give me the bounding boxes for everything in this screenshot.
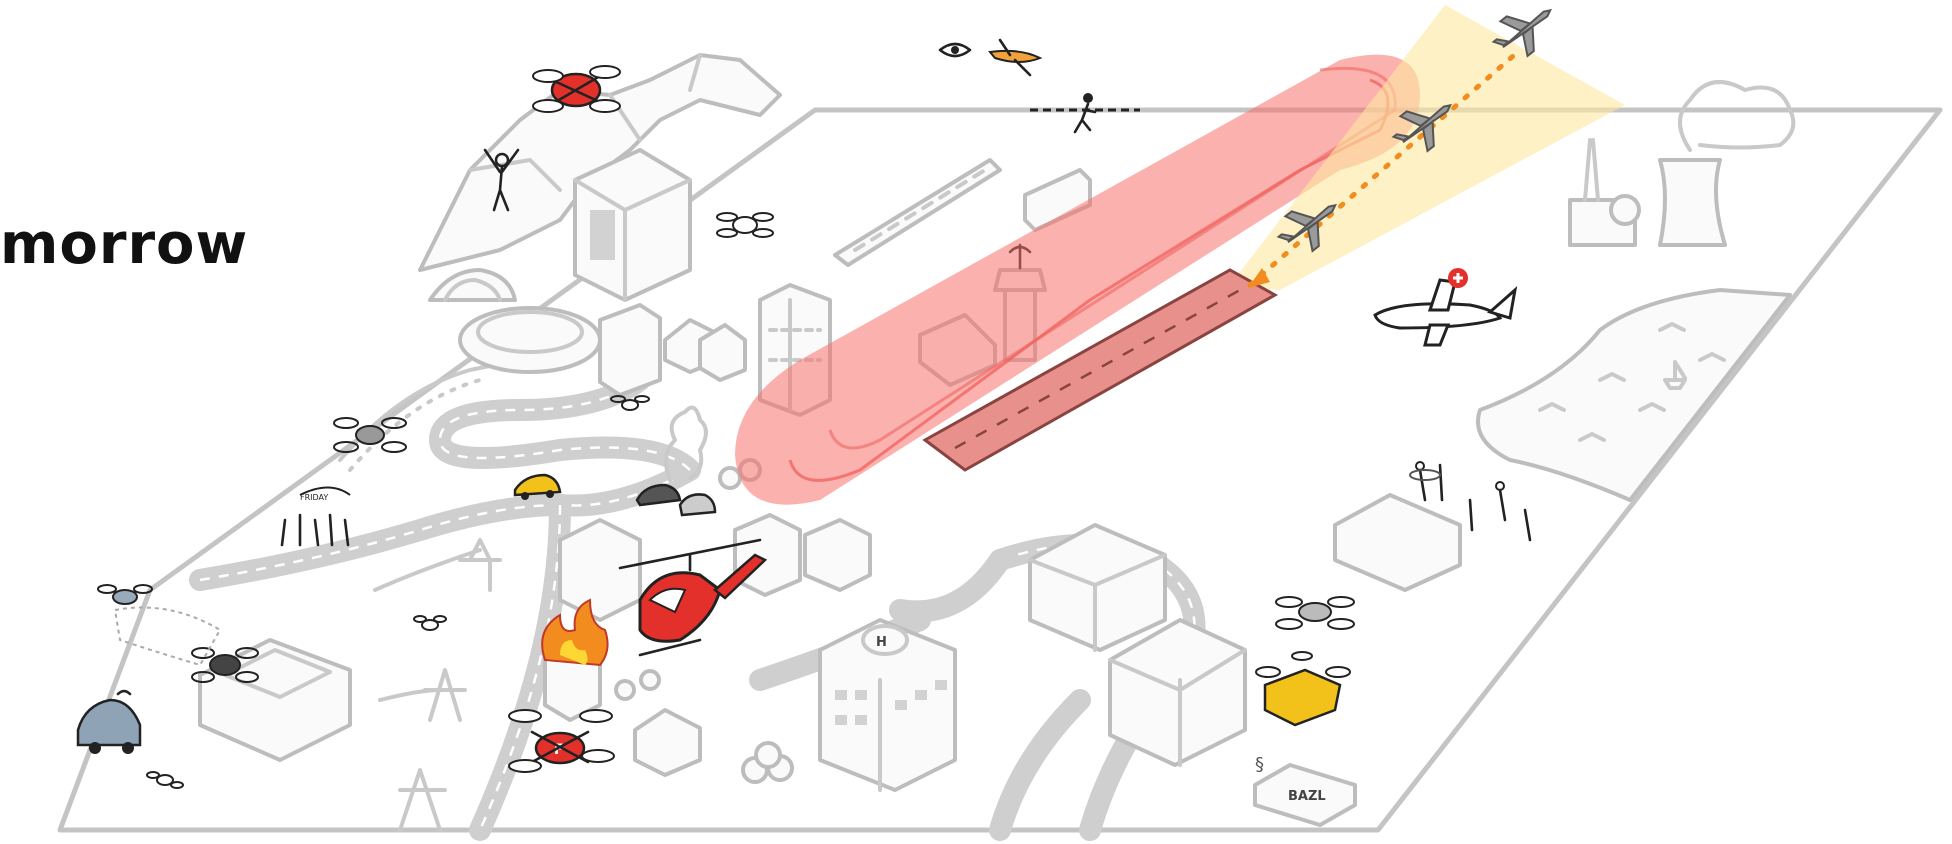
- law-section-icon: §: [1255, 754, 1264, 775]
- power-pylon-icon: [373, 538, 502, 832]
- taxi-icon: [513, 473, 562, 500]
- car-icon: [635, 483, 717, 517]
- fire-icon: [541, 598, 609, 667]
- office-tower-left: [573, 148, 692, 302]
- buildings: H BAZL: [198, 148, 1462, 827]
- page-heading: morrow: [0, 212, 249, 277]
- bazl-sign: BAZL: [1288, 789, 1326, 804]
- building-cluster-mid: [558, 513, 872, 622]
- heliport-building: H: [818, 618, 957, 792]
- delivery-drone-icon: [1255, 651, 1351, 727]
- net-drone-icon: [113, 606, 222, 667]
- stadium-banner: FRIDAY: [300, 493, 328, 502]
- small-drone-icon: [97, 212, 1355, 789]
- ground-plane: [57, 107, 1943, 833]
- hiker-icon: [1030, 93, 1140, 134]
- stadium-building: [458, 306, 602, 374]
- cube-building-right: [1028, 523, 1167, 652]
- background-runway: [833, 158, 1002, 267]
- svg-text:H: H: [876, 635, 887, 650]
- bazl-building: BAZL: [1253, 763, 1357, 827]
- main-runway: [922, 268, 1279, 472]
- lake: [1476, 288, 1792, 502]
- airliner-icon: [1276, 8, 1552, 253]
- stadium-crowd-icon: FRIDAY: [280, 486, 351, 547]
- sailboat-icon: [1663, 360, 1687, 390]
- svg-text:§: §: [1255, 754, 1264, 775]
- nuclear-plant-icon: [1568, 80, 1796, 247]
- small-aircraft-icon: [988, 38, 1043, 77]
- apartment-block: [598, 303, 747, 397]
- drone-marker: F: [554, 742, 564, 758]
- eye-icon: [938, 42, 972, 58]
- pool-building: [1333, 493, 1462, 592]
- trees: [614, 458, 794, 784]
- robot-vehicle-icon: [76, 689, 142, 754]
- approach-path: [1247, 47, 1523, 288]
- firefighting-drone-icon: F: [508, 709, 615, 773]
- surveillance-drone-icon: [1373, 268, 1518, 347]
- wide-building-right: [1108, 618, 1247, 767]
- helicopter-icon: [618, 538, 768, 657]
- waving-person-icon: [483, 148, 520, 212]
- smoke-icon: [664, 405, 708, 482]
- swimmers-icon: [1409, 461, 1532, 542]
- red-quadcopter-icon: [532, 65, 621, 113]
